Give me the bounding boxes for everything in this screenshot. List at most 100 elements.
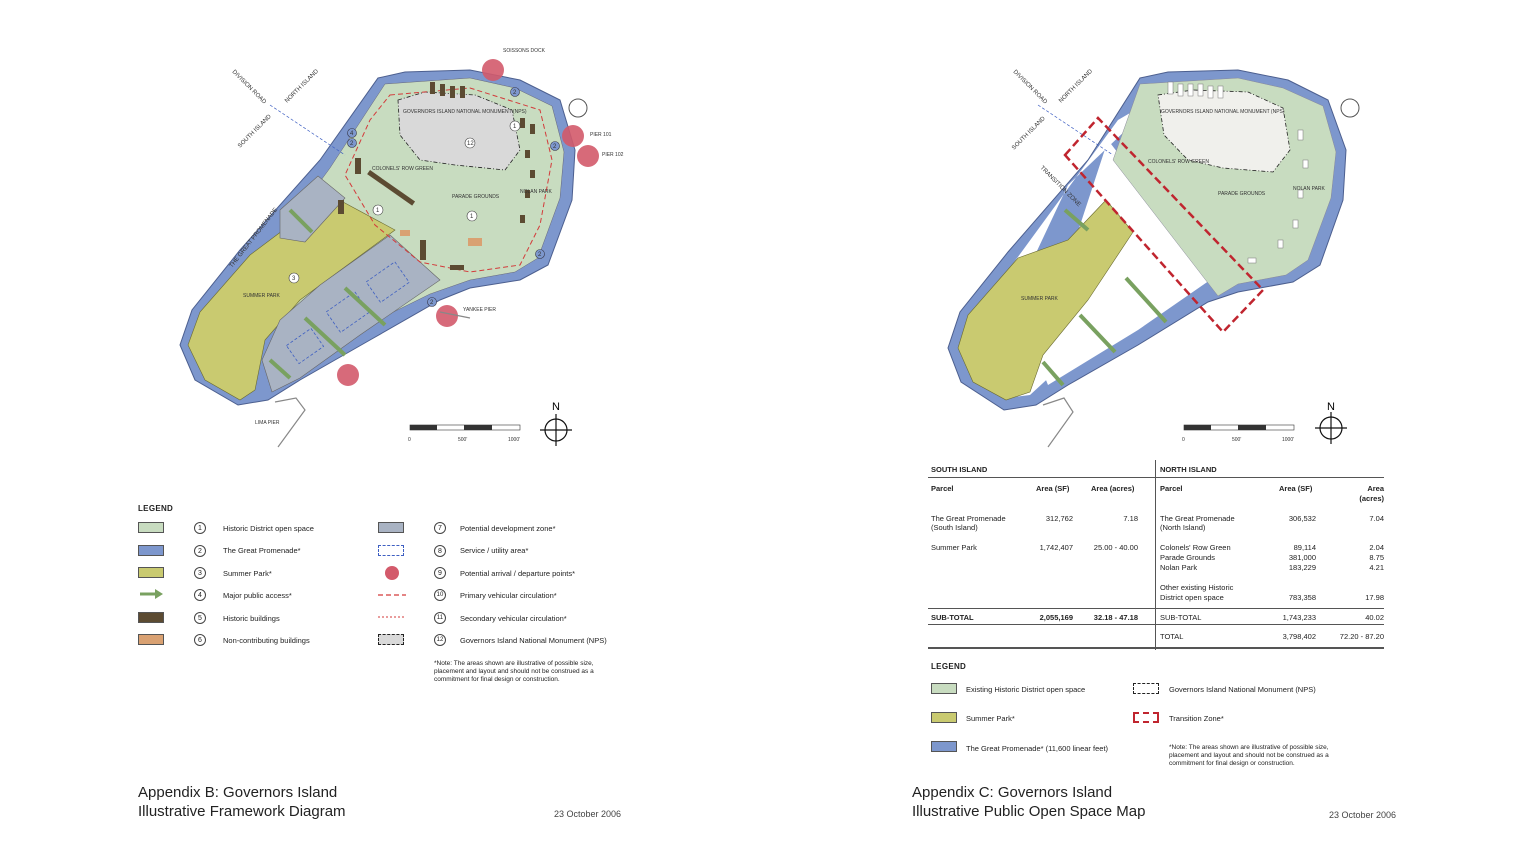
legend-swatch-great-promenade (931, 741, 957, 752)
legend-swatch-historic-open-space (931, 683, 957, 694)
legend-num: 12 (434, 634, 446, 646)
legend-num: 7 (434, 522, 446, 534)
left-non-contributing-building (468, 238, 482, 246)
svg-text:4: 4 (350, 131, 354, 137)
right-legend-note: *Note: The areas shown are illustrative … (1169, 744, 1329, 767)
legend-swatch-summer-park (138, 567, 164, 578)
left-arrival-point (577, 145, 599, 167)
table-col-sf: Area (SF) (1036, 484, 1070, 493)
label-south-island: SOUTH ISLAND (1011, 115, 1047, 151)
left-historic-building (450, 265, 464, 270)
left-division-road-line (269, 104, 346, 156)
right-south-white (1030, 140, 1213, 385)
legend-secondary-circulation-icon (378, 616, 406, 618)
legend-label: Major public access* (223, 591, 292, 600)
right-access-arrow (1063, 208, 1090, 232)
table-col-sf: Area (SF) (1279, 484, 1313, 493)
right-access-arrow (1041, 360, 1065, 387)
table-col-parcel: Parcel (1160, 484, 1183, 493)
left-arrival-point (436, 305, 458, 327)
legend-swatch-great-promenade (138, 545, 164, 556)
left-lima-pier (274, 397, 306, 448)
legend-swatch-non-contributing (138, 634, 164, 645)
svg-text:2: 2 (430, 300, 434, 306)
right-pier (1042, 397, 1074, 448)
right-date: 23 October 2006 (1329, 810, 1397, 820)
legend-num: 8 (434, 545, 446, 557)
label-lima-pier: LIMA PIER (255, 420, 280, 426)
legend-swatch-summer-park (931, 712, 957, 723)
left-historic-building (520, 118, 525, 128)
legend-num: 4 (194, 589, 206, 601)
label-division-road: DIVISION ROAD (231, 69, 268, 106)
legend-label: Transition Zone* (1169, 714, 1224, 723)
label-parade-grounds: PARADE GROUNDS (452, 194, 500, 200)
left-date: 23 October 2006 (554, 809, 622, 819)
svg-text:1: 1 (513, 124, 517, 130)
table-col-acres: (acres) (1359, 494, 1384, 503)
label-colonels-row-green: COLONELS' ROW GREEN (1148, 159, 1209, 165)
left-page-title: Appendix B: Governors Island Illustrativ… (138, 784, 346, 820)
left-legend-title: LEGEND (138, 504, 174, 513)
legend-swatch-national-monument (378, 634, 404, 645)
left-yankee-pier (439, 311, 471, 319)
table-col-acres: Area (1367, 484, 1384, 493)
right-scale-bar: 0 500' 1000' (1182, 424, 1295, 443)
label-summer-park: SUMMER PARK (243, 293, 281, 299)
legend-num: 3 (194, 567, 206, 579)
svg-text:2: 2 (538, 252, 542, 258)
left-service-area (365, 261, 410, 303)
right-fort-marker (1340, 98, 1360, 118)
left-historic-building (525, 150, 530, 158)
legend-label: Secondary vehicular circulation* (460, 614, 567, 623)
left-access-arrow (343, 286, 387, 327)
left-historic-building (460, 86, 465, 98)
label-colonels-row-green: COLONELS' ROW GREEN (372, 166, 433, 172)
label-pier-102: PIER 102 (602, 152, 624, 158)
legend-arrow-icon (140, 589, 163, 599)
svg-text:500': 500' (1232, 437, 1241, 443)
label-summer-park: SUMMER PARK (1021, 296, 1059, 302)
legend-label: Historic District open space (223, 524, 314, 533)
legend-swatch-national-monument (1133, 683, 1159, 694)
framework-map: 12 1 1 3 1 2 4 2 2 2 2 DIVISION ROAD NOR… (179, 48, 624, 448)
legend-primary-circulation-icon (378, 594, 406, 596)
right-division-road-line (1037, 104, 1114, 156)
svg-text:0: 0 (408, 437, 411, 443)
right-transition-zone (1063, 116, 1265, 334)
left-arrival-point (482, 59, 504, 81)
svg-text:3: 3 (292, 276, 296, 282)
svg-text:1: 1 (470, 214, 474, 220)
label-national-monument: GOVERNORS ISLAND NATIONAL MONUMENT (NPS) (1161, 109, 1285, 115)
svg-text:0: 0 (1182, 437, 1185, 443)
right-access-arrow (1124, 276, 1168, 324)
svg-text:12: 12 (467, 141, 474, 147)
table-north-header: NORTH ISLAND (1160, 465, 1217, 474)
legend-label: The Great Promenade* (11,600 linear feet… (966, 744, 1109, 753)
svg-text:1: 1 (376, 208, 380, 214)
legend-label: Governors Island National Monument (NPS) (460, 636, 607, 645)
label-pier-101: PIER 101 (590, 132, 612, 138)
left-historic-building (440, 84, 445, 96)
label-parade-grounds: PARADE GROUNDS (1218, 191, 1266, 197)
left-historic-building (520, 215, 525, 223)
legend-swatch-historic-open-space (138, 522, 164, 533)
svg-text:2: 2 (513, 90, 517, 96)
legend-label: Potential arrival / departure points* (460, 569, 576, 578)
right-access-arrow (1078, 313, 1117, 354)
legend-label: Non-contributing buildings (223, 636, 310, 645)
label-national-monument: GOVERNORS ISLAND NATIONAL MONUMENT (NPS) (403, 109, 527, 115)
svg-text:2: 2 (553, 144, 557, 150)
right-national-monument (1157, 89, 1291, 173)
legend-label: The Great Promenade* (223, 546, 301, 555)
left-historic-building (367, 170, 416, 206)
svg-text:N: N (552, 401, 560, 413)
left-fort-marker (568, 98, 588, 118)
legend-label: Summer Park* (223, 569, 272, 578)
right-page-title: Appendix C: Governors Island Illustrativ… (912, 784, 1146, 820)
legend-label: Service / utility area* (460, 546, 529, 555)
left-historic-building (450, 86, 455, 98)
legend-label: Existing Historic District open space (966, 685, 1086, 694)
legend-num: 1 (194, 522, 206, 534)
left-access-arrow (288, 208, 314, 234)
